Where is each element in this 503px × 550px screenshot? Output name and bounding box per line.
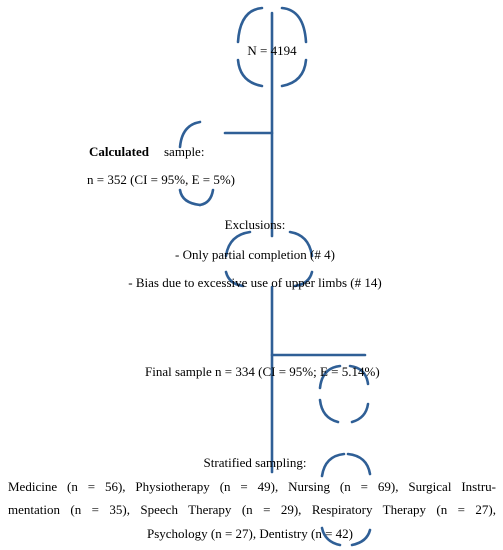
bracket-arc: [224, 270, 245, 288]
bracket-arc: [318, 364, 342, 390]
final-sample-node: Final sample n = 334 (CI = 95%; E = 5.14…: [145, 364, 380, 379]
bracket-arc: [280, 6, 308, 44]
stratified-line: Medicine (n = 56), Physiotherapy (n = 49…: [8, 479, 496, 494]
bracket-arc: [280, 58, 308, 88]
bracket-arc: [318, 398, 340, 424]
bracket-arc: [293, 270, 314, 288]
bracket-arc: [348, 364, 370, 386]
exclusion-item: - Only partial completion (# 4): [175, 247, 335, 262]
bracket-arc: [346, 452, 372, 476]
calculated-sample-label-left: Calculated: [89, 144, 149, 159]
bracket-arc: [198, 188, 215, 207]
bracket-arc: [288, 230, 314, 258]
population-node: N = 4194: [247, 43, 297, 58]
calculated-sample-label-right: sample:: [164, 144, 205, 159]
bracket-arc: [236, 6, 264, 44]
bracket-arc: [236, 58, 264, 88]
stratified-line: Psychology (n = 27), Dentistry (n = 42): [146, 526, 354, 541]
exclusions-title: Exclusions:: [224, 217, 286, 232]
bracket-arc: [224, 230, 252, 258]
stratified-line: mentation (n = 35), Speech Therapy (n = …: [8, 502, 496, 517]
calculated-sample-value: n = 352 (CI = 95%, E = 5%): [87, 172, 236, 187]
bracket-arc: [350, 402, 370, 424]
bracket-arc: [178, 188, 202, 207]
bracket-arc: [320, 526, 342, 547]
bracket-arc: [350, 528, 372, 547]
bracket-arc: [178, 120, 202, 149]
bracket-arc: [320, 452, 346, 478]
stratified-title: Stratified sampling:: [203, 455, 307, 470]
exclusion-item: - Bias due to excessive use of upper lim…: [128, 275, 382, 290]
